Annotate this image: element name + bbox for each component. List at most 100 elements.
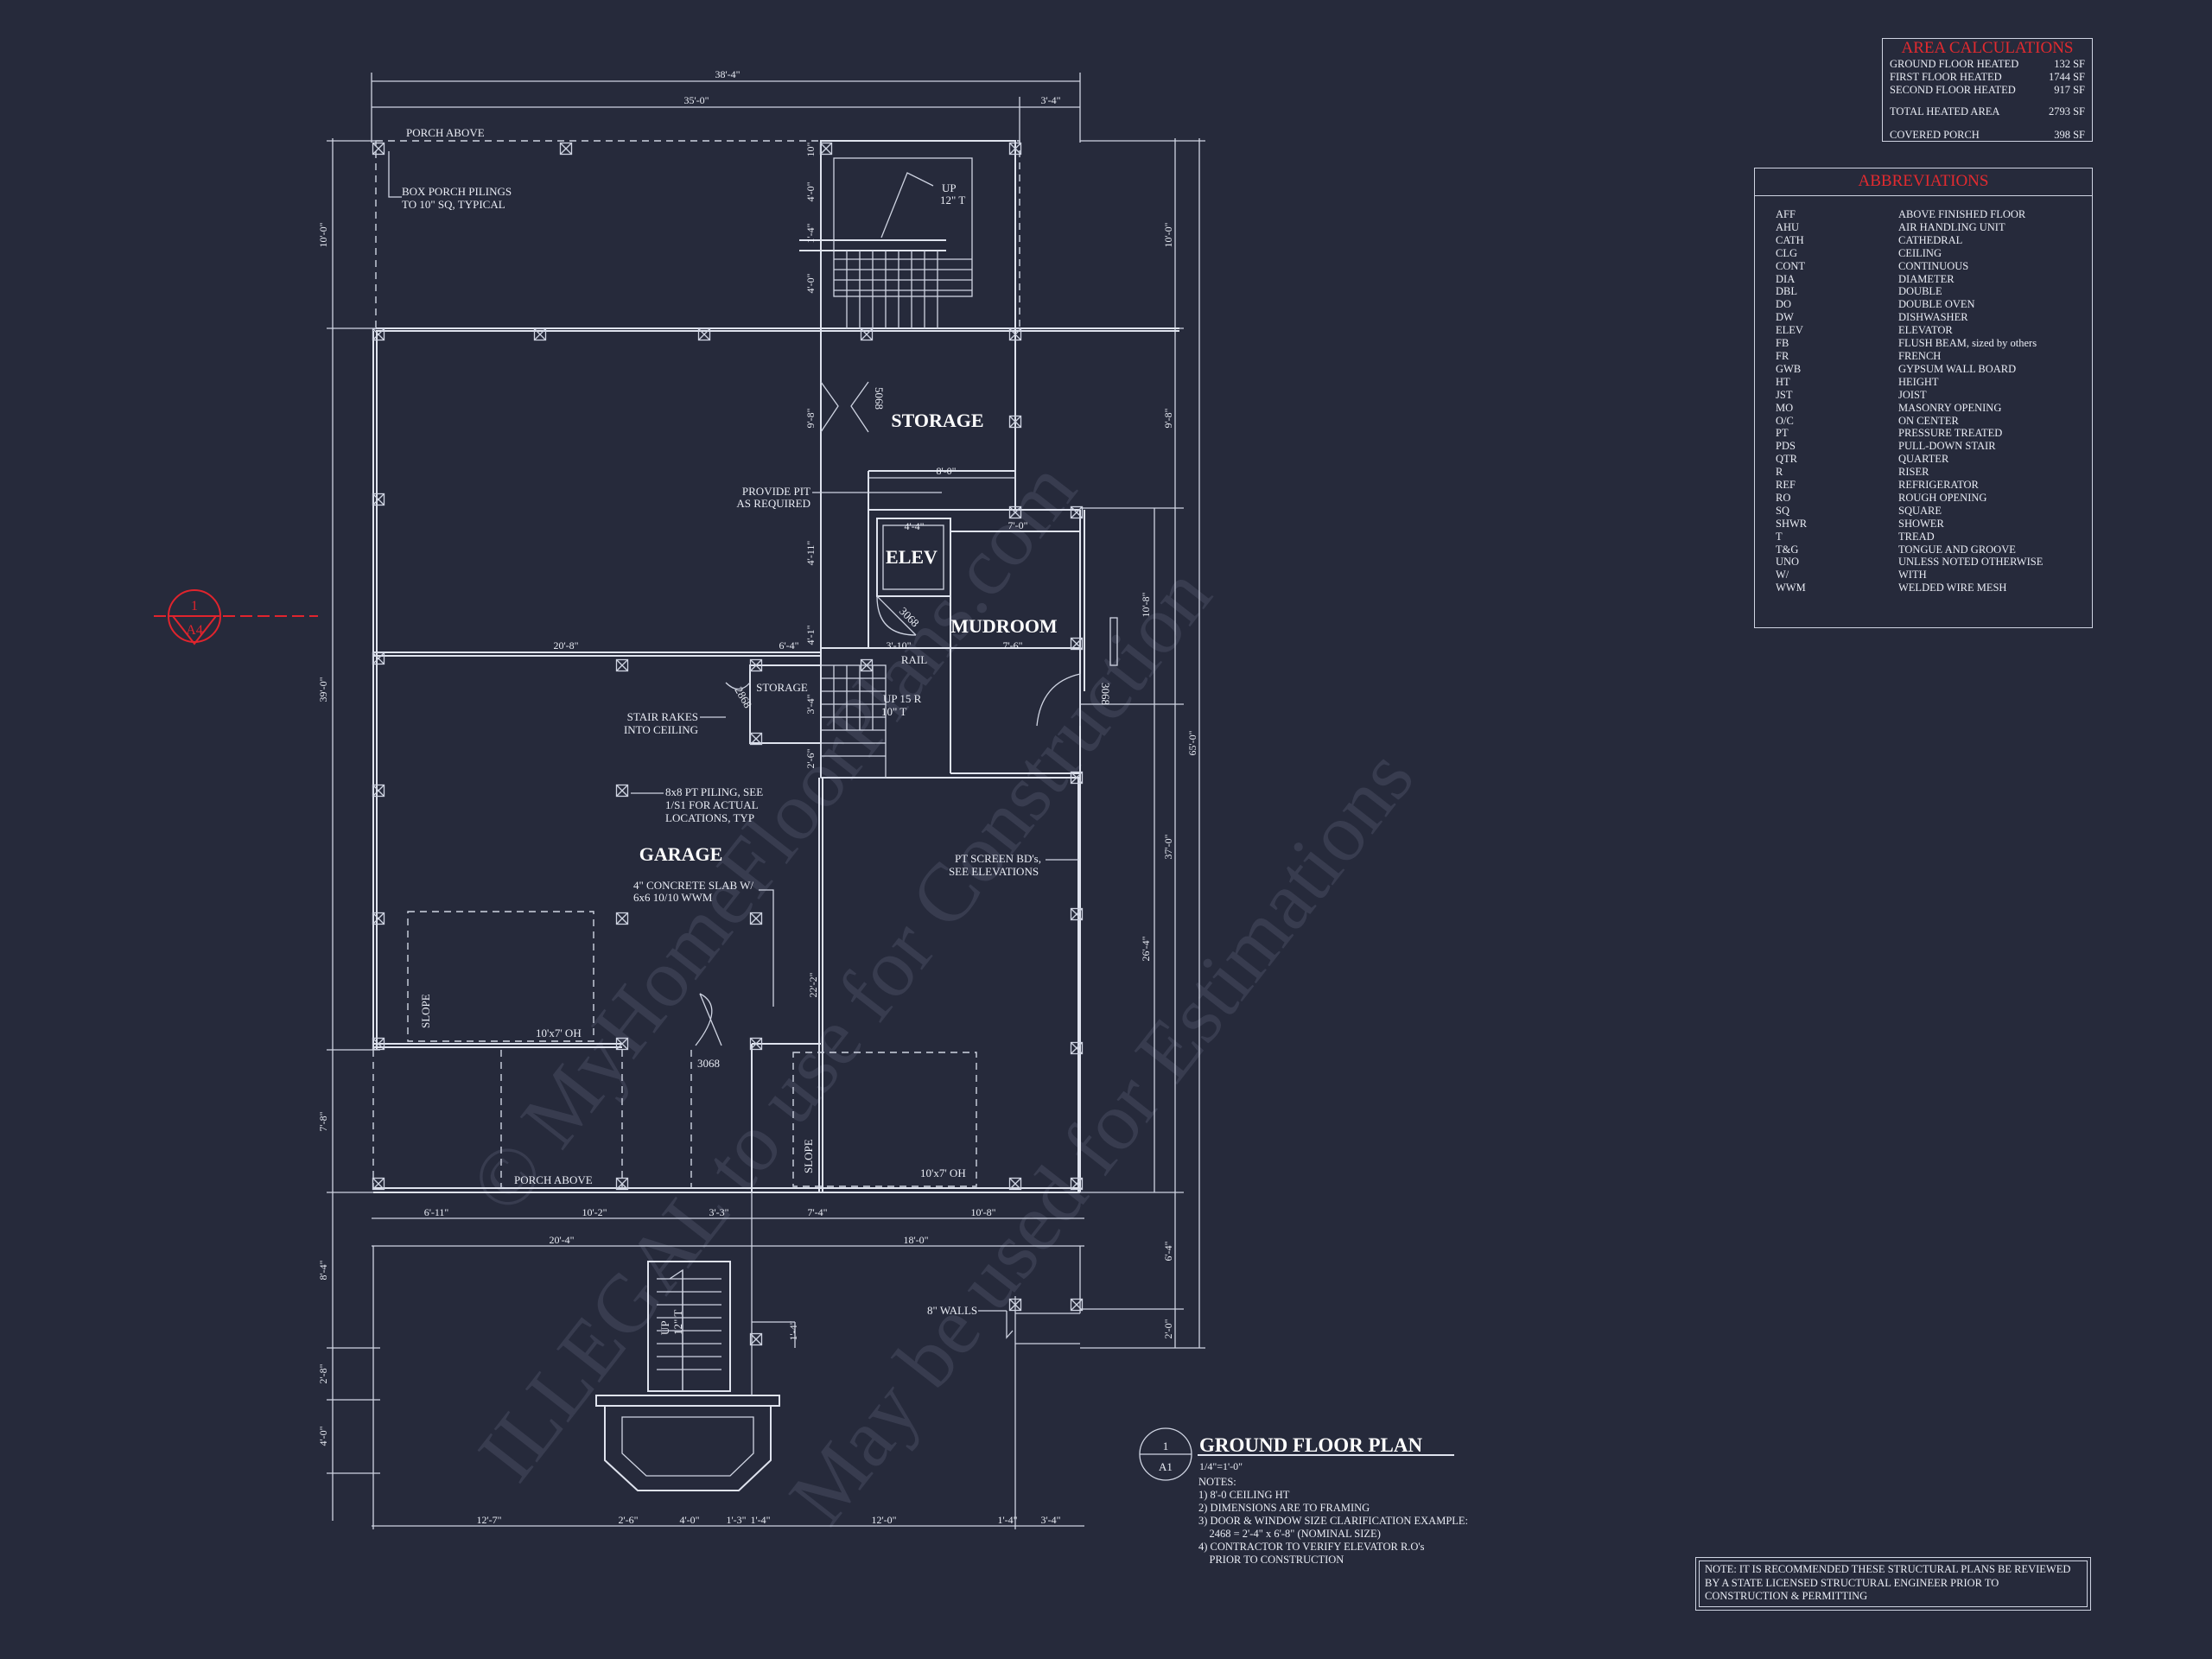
- dim-bot-18-0: 18'-0": [903, 1234, 928, 1246]
- detail-sheet: A1: [1159, 1460, 1173, 1473]
- watermark: © MyHomeFloorPlans.com ILLEGAL to use fo…: [451, 444, 1431, 1541]
- abbreviation-row: W/WITH: [1776, 569, 2092, 582]
- dim-bot2-4-0: 4'-0": [679, 1514, 699, 1526]
- abbreviation-key: CONT: [1776, 259, 1806, 272]
- dim-mid-3-4: 3'-4": [804, 694, 817, 714]
- notes-heading: NOTES:: [1198, 1476, 1236, 1488]
- slab-note-1: 4" CONCRETE SLAB W/: [633, 879, 753, 892]
- piling-marker: [1008, 327, 1022, 341]
- abbreviation-key: WWM: [1776, 582, 1806, 594]
- door-3068-a: 3068: [697, 1057, 720, 1070]
- piling-marker: [1008, 415, 1022, 429]
- dim-mid-2-6: 2'-6": [804, 748, 817, 768]
- area-row: SECOND FLOOR HEATED 917 SF: [1890, 84, 2085, 97]
- dim-right-7: 2'-0": [1162, 1319, 1174, 1338]
- stair-up-mid: UP 15 R: [883, 692, 922, 705]
- dim-stair-4-0: 4'-0": [804, 181, 817, 201]
- left-dimensions: 10'-0" 39'-0" 7'-8" 8'-4" 2'-8" 4'-0": [317, 138, 380, 1521]
- entry-stair: UP 12" T: [372, 1192, 1081, 1529]
- section-marker: 1 A4: [154, 589, 318, 645]
- drawing-scale: 1/4"=1'-0": [1199, 1460, 1243, 1472]
- abbreviation-value: PULL-DOWN STAIR: [1898, 440, 1996, 453]
- piling-marker: [749, 1037, 763, 1051]
- piling-marker: [1070, 771, 1084, 785]
- abbreviation-value: ON CENTER: [1898, 414, 1959, 427]
- note-line: 1) 8'-0 CEILING HT: [1198, 1489, 1290, 1501]
- abbreviation-key: MO: [1776, 401, 1794, 414]
- dim-elev-4-11: 4'-11": [804, 541, 817, 566]
- piling-marker: [372, 142, 385, 156]
- piling-marker: [533, 327, 547, 341]
- area-row-value: 917 SF: [2054, 83, 2085, 96]
- walls-8-note: 8" WALLS: [927, 1304, 977, 1317]
- piling-marker: [1070, 505, 1084, 519]
- area-porch-value: 398 SF: [2054, 128, 2085, 141]
- piling-marker: [749, 1332, 763, 1346]
- dim-stair-1-4: 1'-4": [804, 223, 817, 243]
- abbreviation-value: ROUGH OPENING: [1898, 491, 1987, 504]
- porch-top: PORCH ABOVE BOX PORCH PILINGS TO 10" SQ,…: [375, 126, 1179, 332]
- abbreviation-value: DIAMETER: [1898, 272, 1955, 285]
- abbreviation-key: AHU: [1776, 220, 1800, 233]
- abbreviation-key: DW: [1776, 311, 1794, 324]
- piling-marker: [1070, 1177, 1084, 1191]
- garage-door-2: 10'x7' OH: [920, 1166, 966, 1179]
- abbreviation-key: HT: [1776, 375, 1790, 388]
- piling-marker: [615, 1177, 629, 1191]
- dim-mid-3-10: 3'-10": [886, 639, 911, 652]
- abbreviation-key: R: [1776, 466, 1783, 479]
- abbreviation-value: HEIGHT: [1898, 375, 1939, 388]
- screen-note-1: PT SCREEN BD's,: [955, 852, 1041, 865]
- dim-bot2-1-4b: 1'-4": [997, 1514, 1017, 1526]
- abbreviation-key: SHWR: [1776, 517, 1808, 530]
- piling-marker: [1008, 505, 1022, 519]
- abbreviation-key: REF: [1776, 479, 1796, 492]
- room-labels: STORAGE ELEV MUDROOM GARAGE STORAGE: [639, 410, 1058, 865]
- piling-marker: [372, 652, 385, 665]
- area-porch-label: COVERED PORCH: [1890, 128, 1980, 141]
- piling-marker: [615, 658, 629, 672]
- piling-marker: [749, 732, 763, 746]
- dim-elev-4-1: 4'-1": [804, 625, 817, 645]
- abbreviation-value: PRESSURE TREATED: [1898, 427, 2003, 440]
- right-dimensions: 10'-0" 9'-8" 10'-8" 37'-0" 26'-4" 6'-4" …: [1080, 138, 1205, 1349]
- structural-engineer-note: NOTE: IT IS RECOMMENDED THESE STRUCTURAL…: [1695, 1557, 2091, 1611]
- piling-marker: [372, 493, 385, 506]
- abbreviation-key: AFF: [1776, 208, 1796, 220]
- top-stair: UP 12" T 4'-0" 1'-4" 4'-0" 10": [799, 140, 1016, 332]
- piling-marker: [819, 142, 833, 156]
- abbreviation-value: CEILING: [1898, 246, 1942, 259]
- dim-left-4: 8'-4": [317, 1260, 329, 1280]
- piling-marker: [1008, 142, 1022, 156]
- abbreviation-key: T: [1776, 530, 1783, 543]
- abbreviation-value: UNLESS NOTED OTHERWISE: [1898, 556, 2044, 569]
- dim-storage-9-8: 9'-8": [804, 408, 817, 428]
- piling-marker: [615, 912, 629, 925]
- area-row-label: SECOND FLOOR HEATED: [1890, 83, 2016, 96]
- note-line: 2468 = 2'-4" x 6'-8" (NOMINAL SIZE): [1198, 1528, 1381, 1540]
- pilings: [372, 142, 1084, 1346]
- area-calculations-title: AREA CALCULATIONS: [1901, 39, 2074, 57]
- dim-top-overall: 38'-4": [715, 68, 740, 80]
- slab-note-2: 6x6 10/10 WWM: [633, 891, 713, 904]
- dim-bot2-1-4: 1'-4": [750, 1514, 770, 1526]
- drawing-title: GROUND FLOOR PLAN: [1199, 1434, 1423, 1456]
- stair-tread-bottom: 12" T: [671, 1310, 684, 1335]
- dim-bot2-2-6: 2'-6": [618, 1514, 638, 1526]
- abbreviation-value: FRENCH: [1898, 349, 1942, 362]
- piling-marker: [749, 658, 763, 672]
